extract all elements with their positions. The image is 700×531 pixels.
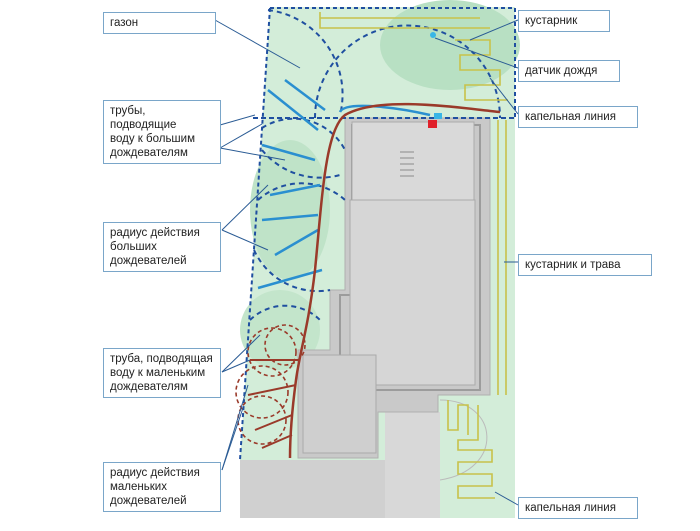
stairs (400, 151, 414, 177)
label-shrub: кустарник (518, 10, 610, 32)
small-sprinkler-pipes (247, 359, 298, 449)
big-sprinkler-radius (249, 9, 501, 321)
lawn-dark-patch-left (250, 140, 330, 280)
valve (434, 113, 442, 119)
label-rain-sensor: датчик дождя (518, 60, 620, 82)
label-big-pipes: трубы, подводящие воду к большим дождева… (103, 100, 221, 164)
label-drip-line-top: капельная линия (518, 106, 638, 128)
paved-strip-bottom-left (240, 460, 385, 518)
house-roof-main (349, 199, 476, 386)
controller (428, 120, 437, 128)
plot-boundary (239, 7, 516, 461)
house-roof-lower (302, 354, 377, 454)
small-sprinkler-radius (235, 324, 306, 445)
paved-strip-bottom-right (385, 412, 440, 518)
rain-sensor-marker (430, 32, 436, 38)
label-shrub-and-grass: кустарник и трава (518, 254, 652, 276)
house-roof-upper (351, 121, 475, 201)
label-small-pipe: труба, подводящая воду к маленьким дожде… (103, 348, 221, 398)
label-drip-line-bottom: капельная линия (518, 497, 638, 519)
drip-lines (319, 12, 508, 499)
label-small-radius: радиус действия маленьких дождевателей (103, 462, 221, 512)
lawn-dark-patch-top (380, 0, 520, 90)
main-supply-pipe (288, 102, 501, 459)
label-lawn: газон (103, 12, 216, 34)
label-big-radius: радиус действия больших дождевателей (103, 222, 221, 272)
leader-lines (214, 19, 519, 506)
